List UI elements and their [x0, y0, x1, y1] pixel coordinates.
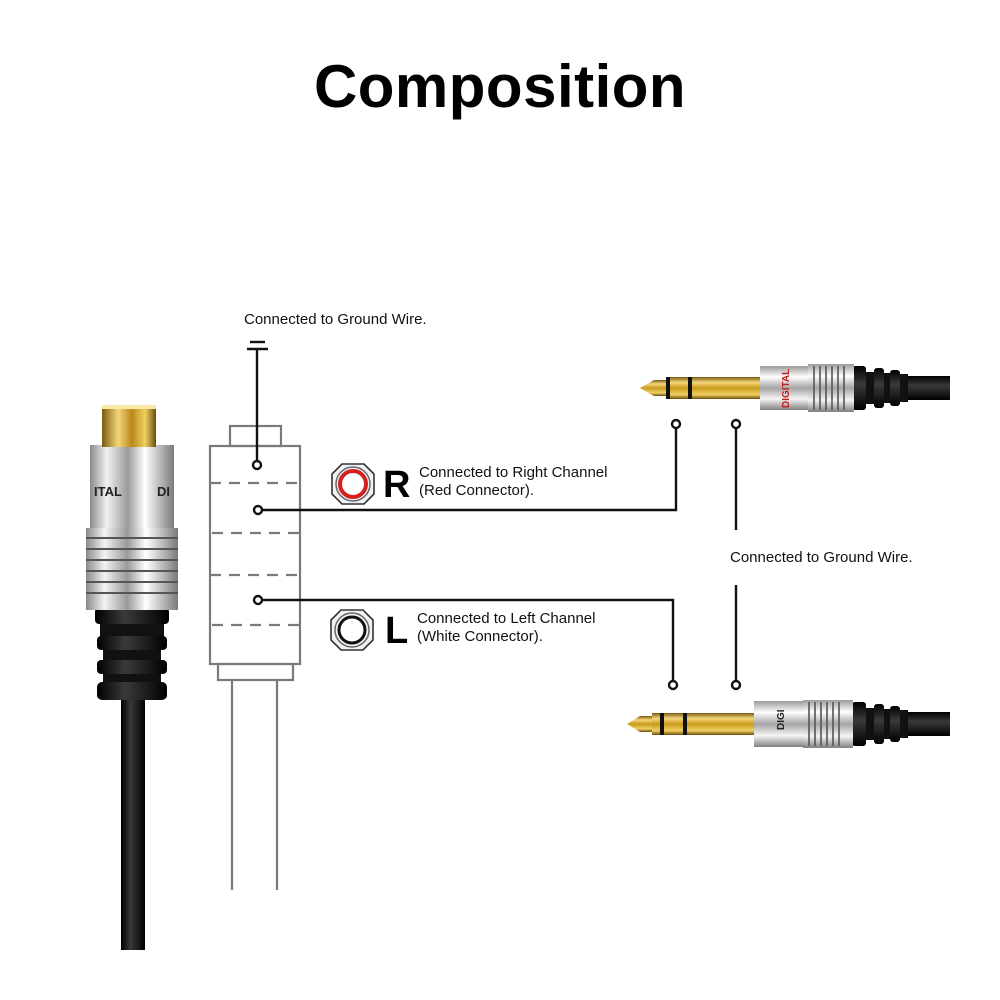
ground-symbol-icon: [247, 340, 268, 362]
plug-bottom: DIGI: [627, 700, 950, 748]
rca-gold-tip: [102, 405, 156, 447]
left-channel-line2: (White Connector).: [417, 628, 543, 645]
plug-bottom-silver-body: [754, 701, 804, 747]
rca-silver-body: [90, 445, 174, 530]
terminal-plug-top-tip: [670, 418, 682, 430]
page-title: Composition: [313, 53, 687, 120]
right-channel-line1: Connected to Right Channel: [419, 464, 608, 481]
plug-bottom-ribbed-grip: [803, 700, 853, 748]
plug-top-brand-text: DIGITAL: [781, 369, 792, 408]
schematic-plug-outline: [208, 424, 302, 890]
plug-bottom-gold-tip: [627, 716, 652, 732]
plug-top-silver-body: [760, 366, 808, 410]
left-channel-line1: Connected to Left Channel: [417, 610, 596, 627]
plug-top-gold-tip: [640, 380, 666, 396]
plug-top-cable: [905, 376, 950, 400]
plug-top-ribbed-grip: [808, 364, 854, 412]
red-connector-ring-icon: [331, 463, 375, 505]
terminal-right: [252, 504, 264, 516]
white-connector-ring-icon: [330, 609, 374, 651]
ground-top-label: Connected to Ground Wire.: [244, 311, 427, 328]
svg-text:DI: DI: [157, 484, 170, 499]
right-channel-line2: (Red Connector).: [419, 482, 535, 499]
terminal-left: [252, 594, 264, 606]
wire-terminals: [251, 418, 742, 691]
left-channel-letter: L: [385, 610, 409, 652]
ground-right-label: Connected to Ground Wire.: [730, 549, 913, 566]
wiring-lines: [255, 362, 738, 682]
plug-top: DIGITAL: [640, 364, 950, 412]
right-channel-wire: [261, 427, 678, 512]
plug-top-gold-shaft: [666, 377, 760, 399]
terminal-plug-top-sleeve: [730, 418, 742, 430]
right-channel-letter: R: [383, 464, 411, 506]
plug-bottom-gold-shaft: [652, 713, 754, 735]
plug-bottom-brand-text: DIGI: [776, 709, 787, 730]
rca-brand-text: ITAL: [94, 484, 122, 499]
rca-cable: [121, 700, 145, 950]
left-channel-wire: [261, 598, 675, 682]
plug-top-strain-relief: [852, 366, 908, 410]
plug-bottom-strain-relief: [852, 702, 908, 746]
plug-bottom-cable: [905, 712, 950, 736]
rca-strain-relief: [95, 608, 169, 700]
rca-ribbed-grip: [86, 528, 178, 610]
terminal-plug-bottom-tip: [667, 679, 679, 691]
rca-connector: ITAL DI: [86, 405, 178, 950]
terminal-ground: [251, 459, 263, 471]
terminal-plug-bottom-sleeve: [730, 679, 742, 691]
